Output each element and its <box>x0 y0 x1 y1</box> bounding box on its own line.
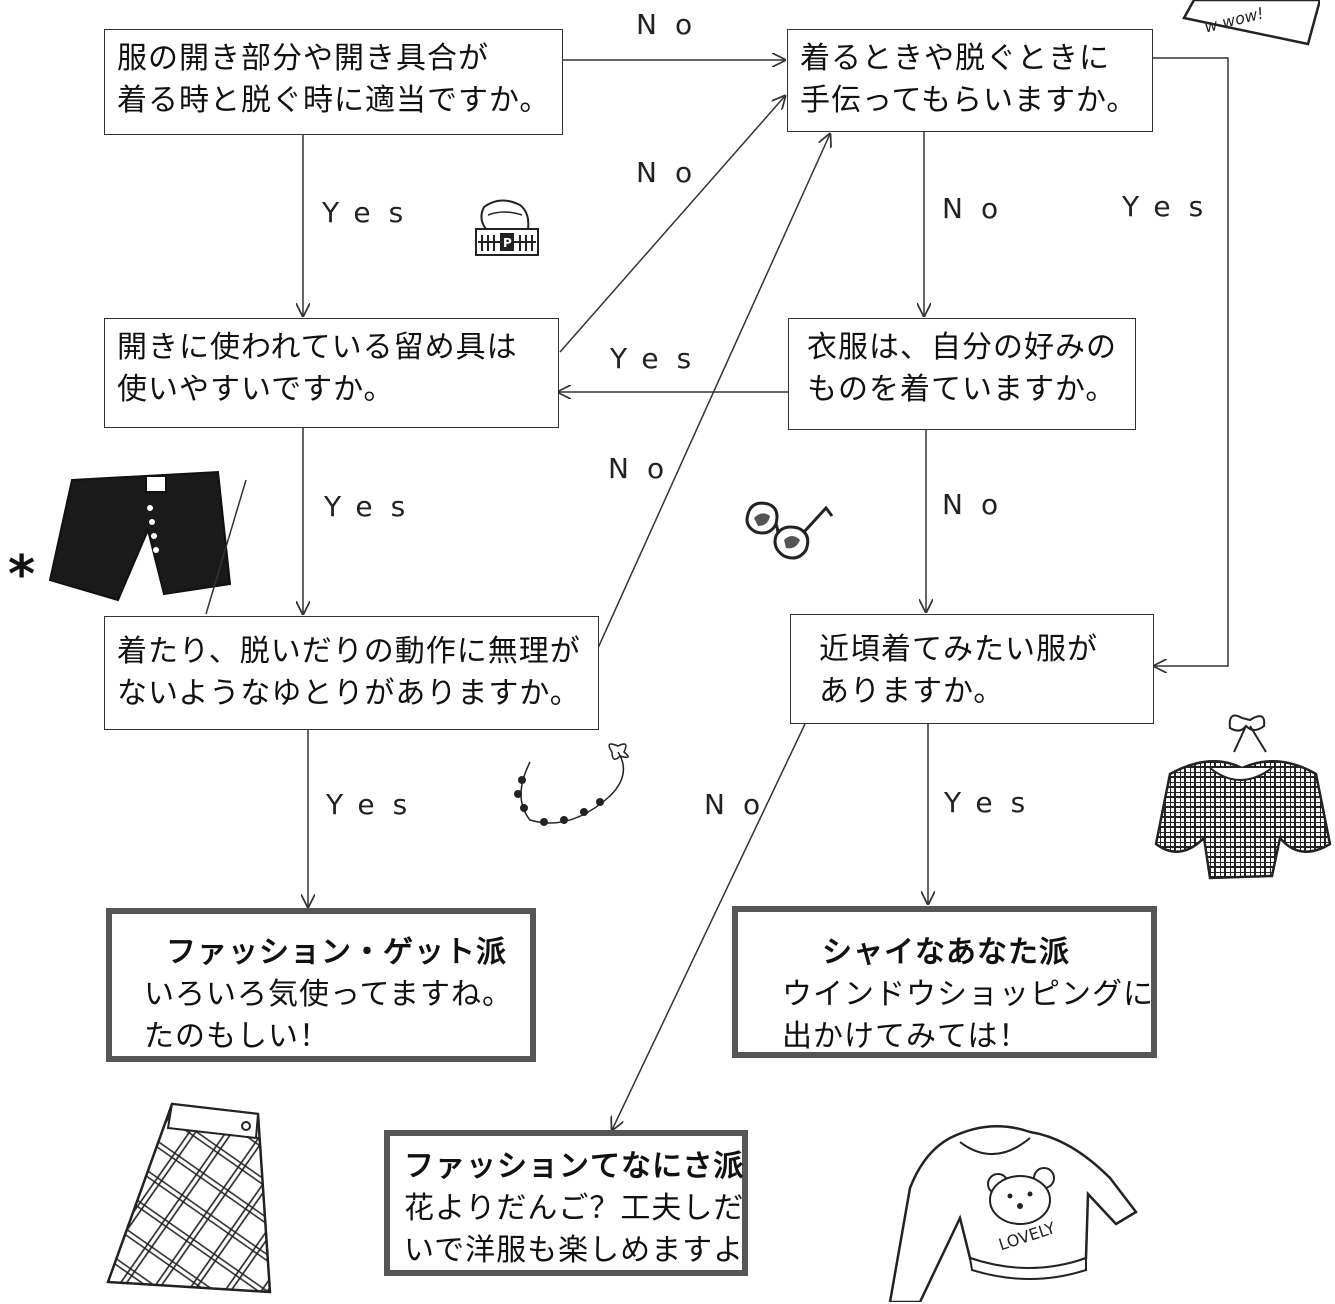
result-nanisa: ファッションてなにさ派 花よりだんご？工夫しだ いで洋服も楽しめますよ <box>384 1130 748 1276</box>
label-yes-q2-q6: Yes <box>1122 190 1222 223</box>
result-fashion-get-line1: いろいろ気使ってますね。 <box>144 977 513 1012</box>
label-yes-q6-result: Yes <box>944 786 1044 819</box>
arrow-q2-q6 <box>1152 57 1229 666</box>
question-q1-line2: 着る時と脱ぐ時に適当ですか。 <box>117 83 551 118</box>
question-q1: 服の開き部分や開き具合が 着る時と脱ぐ時に適当ですか。 <box>104 29 563 135</box>
label-yes-q4-q3: Yes <box>610 342 710 375</box>
hat-illustration: P <box>475 199 539 256</box>
sunglasses-illustration <box>745 501 834 560</box>
question-q2-line2: 手伝ってもらいますか。 <box>800 83 1138 118</box>
result-shy-title: シャイなあなた派 <box>822 935 1070 970</box>
label-no-q2-q4: No <box>942 192 1017 225</box>
question-q3: 開きに使われている留め具は 使いやすいですか。 <box>104 318 559 428</box>
label-yes-q1-q3: Yes <box>322 196 422 229</box>
question-q2-line1: 着るときや脱ぐときに <box>800 41 1110 76</box>
question-q6: 近頃着てみたい服が ありますか。 <box>790 614 1154 724</box>
question-q6-line1: 近頃着てみたい服が <box>819 632 1098 667</box>
question-q3-line2: 使いやすいですか。 <box>117 372 395 407</box>
label-yes-q3-q5: Yes <box>324 490 424 523</box>
question-q6-line2: ありますか。 <box>819 674 1005 709</box>
question-q4-line1: 衣服は、自分の好みの <box>807 330 1117 365</box>
question-q2: 着るときや脱ぐときに 手伝ってもらいますか。 <box>787 29 1153 132</box>
label-yes-q5-result: Yes <box>326 788 426 821</box>
result-shy: シャイなあなた派 ウインドウショッピングに 出かけてみては！ <box>732 906 1157 1058</box>
result-nanisa-title: ファッションてなにさ派 <box>404 1149 745 1184</box>
result-nanisa-line2: いで洋服も楽しめますよ <box>404 1233 745 1268</box>
shorts-illustration: * <box>8 470 247 615</box>
question-q5: 着たり、脱いだりの動作に無理が ないようなゆとりがありますか。 <box>104 616 599 730</box>
arrow-q6-result3 <box>612 723 806 1130</box>
svg-text:*: * <box>8 545 35 605</box>
question-q1-line1: 服の開き部分や開き具合が <box>117 41 489 76</box>
result-fashion-get-line2: たのもしい！ <box>144 1019 330 1054</box>
result-shy-line1: ウインドウショッピングに <box>782 977 1154 1012</box>
label-no-q1-q2: No <box>636 8 711 41</box>
label-no-q6-result: No <box>704 788 779 821</box>
bear-sweater-illustration: LOVELY <box>888 1124 1138 1302</box>
checkered-jacket-illustration <box>1154 714 1332 880</box>
necklace-illustration <box>514 743 629 826</box>
label-no-q5-q2: No <box>608 452 683 485</box>
result-fashion-get-title: ファッション・ゲット派 <box>166 935 507 970</box>
result-nanisa-line1: 花よりだんご？工夫しだ <box>404 1191 745 1226</box>
result-shy-line2: 出かけてみては！ <box>782 1019 1030 1054</box>
question-q5-line2: ないようなゆとりがありますか。 <box>117 676 581 711</box>
arrow-q5-q2 <box>597 134 830 649</box>
label-no-q4-q6: No <box>942 488 1017 521</box>
question-q3-line1: 開きに使われている留め具は <box>117 330 518 365</box>
arrow-q3-q2 <box>559 96 785 353</box>
question-q4: 衣服は、自分の好みの ものを着ていますか。 <box>788 318 1136 430</box>
plaid-skirt-illustration <box>106 1102 272 1294</box>
result-fashion-get: ファッション・ゲット派 いろいろ気使ってますね。 たのもしい！ <box>106 908 536 1062</box>
label-no-q3-q2: No <box>636 156 711 189</box>
svg-text:P: P <box>503 236 512 250</box>
wow-stamp-illustration: w wow! <box>1182 0 1320 46</box>
question-q5-line1: 着たり、脱いだりの動作に無理が <box>117 634 581 669</box>
question-q4-line2: ものを着ていますか。 <box>807 372 1117 407</box>
